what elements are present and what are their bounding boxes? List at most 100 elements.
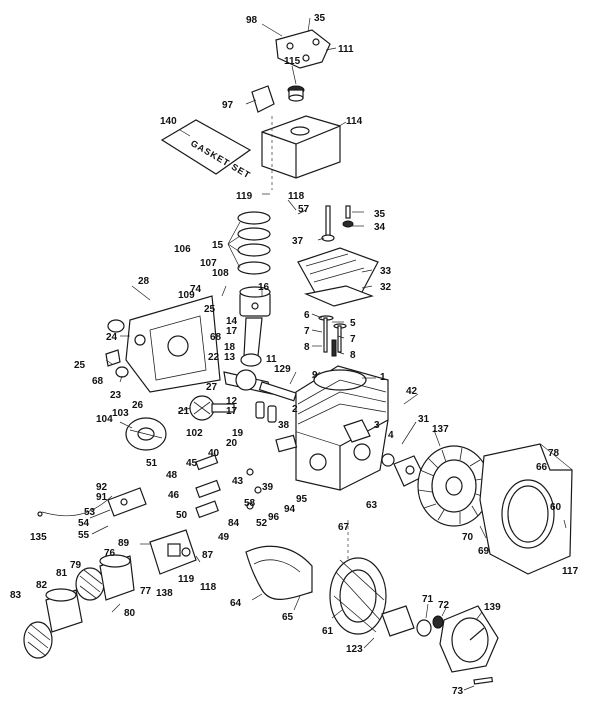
callout-14: 14 [226,316,238,327]
callout-38: 38 [278,420,290,431]
callout-109: 109 [178,290,195,301]
callout-54: 54 [78,518,90,529]
callout-45: 45 [186,458,198,469]
breather-cover [251,85,275,113]
dipstick-tube [105,349,129,378]
callout-74: 74 [190,284,202,295]
callout-7-left: 7 [304,326,310,337]
callout-58: 58 [244,498,256,509]
callout-138: 138 [156,588,173,599]
callout-71: 71 [422,594,434,605]
flywheel-small-left [125,417,167,451]
spring-wire [37,495,113,517]
callout-77: 77 [140,586,152,597]
valves [318,315,347,357]
callout-5: 5 [350,318,356,329]
gasket-set-envelope: GASKET SET [160,119,252,180]
callout-17: 17 [226,326,238,337]
callout-2: 2 [292,404,298,415]
callout-80: 80 [124,608,136,619]
callout-103: 103 [112,408,129,419]
governor-parts [343,419,395,467]
callout-33: 33 [380,266,392,277]
starter-screw [473,676,494,685]
air-cleaner-bracket [275,29,331,69]
callout-84: 84 [228,518,240,529]
callout-106: 106 [174,244,191,255]
callout-13: 13 [224,352,236,363]
tappets [255,401,277,423]
callout-83: 83 [10,590,22,601]
callout-8-right: 8 [350,350,356,361]
callout-11: 11 [266,354,277,365]
callout-23: 23 [110,390,122,401]
connecting-rod [240,317,263,367]
callout-70: 70 [462,532,474,543]
callout-118-lower: 118 [200,582,217,593]
callout-21: 21 [178,406,190,417]
callout-140: 140 [160,116,177,127]
piston-rings [237,211,271,275]
callout-16: 16 [258,282,270,293]
callout-64: 64 [230,598,242,609]
callout-95: 95 [296,494,308,505]
callout-96: 96 [268,512,280,523]
callout-72: 72 [438,600,450,611]
callout-46: 46 [168,490,180,501]
callout-7-right: 7 [350,334,356,345]
callout-19: 19 [232,428,244,439]
callout-139: 139 [484,602,501,613]
callout-3: 3 [374,420,380,431]
callout-24: 24 [106,332,118,343]
callout-104: 104 [96,414,113,425]
oil-pan-shield [245,545,313,600]
callout-76: 76 [104,548,116,559]
callout-9: 9 [312,370,318,381]
blower-housing [479,443,573,575]
head-gasket [303,285,374,307]
callout-43: 43 [232,476,244,487]
callout-123: 123 [346,644,363,655]
callout-117: 117 [562,566,579,577]
callout-49: 49 [218,532,230,543]
callout-35: 35 [314,13,326,24]
piston [239,286,271,317]
starter-washers [416,615,444,637]
callout-22: 22 [208,352,220,363]
head-bolts [321,205,354,242]
callout-118: 118 [288,191,305,202]
callout-51: 51 [146,458,158,469]
callout-17-lower: 17 [226,406,238,417]
callout-8-left: 8 [304,342,310,353]
callout-48: 48 [166,470,178,481]
starter-pawl [381,605,415,637]
callout-68-lower: 68 [92,376,104,387]
callout-60: 60 [550,502,562,513]
callout-1: 1 [380,372,386,383]
callout-12: 12 [226,396,238,407]
callout-15: 15 [212,240,224,251]
callout-68: 68 [210,332,222,343]
filter-sleeve [99,554,135,601]
callout-20: 20 [226,438,238,449]
governor-linkage [195,454,262,519]
callout-66: 66 [536,462,548,473]
callout-91: 91 [96,492,108,503]
callout-52: 52 [256,518,268,529]
callout-78: 78 [548,448,560,459]
air-filter-element [75,567,105,601]
callout-69: 69 [478,546,490,557]
callout-97: 97 [222,100,234,111]
callout-55: 55 [78,530,90,541]
air-filter-nut [287,85,305,102]
filter-cup [45,588,83,633]
recoil-starter [439,605,499,673]
callout-34: 34 [374,222,386,233]
choke-bracket [107,487,147,517]
callout-119-lower: 119 [178,574,195,585]
callout-108: 108 [212,268,229,279]
callout-92: 92 [96,482,108,493]
callout-32: 32 [380,282,392,293]
callout-135: 135 [30,532,47,543]
callout-119: 119 [236,191,253,202]
